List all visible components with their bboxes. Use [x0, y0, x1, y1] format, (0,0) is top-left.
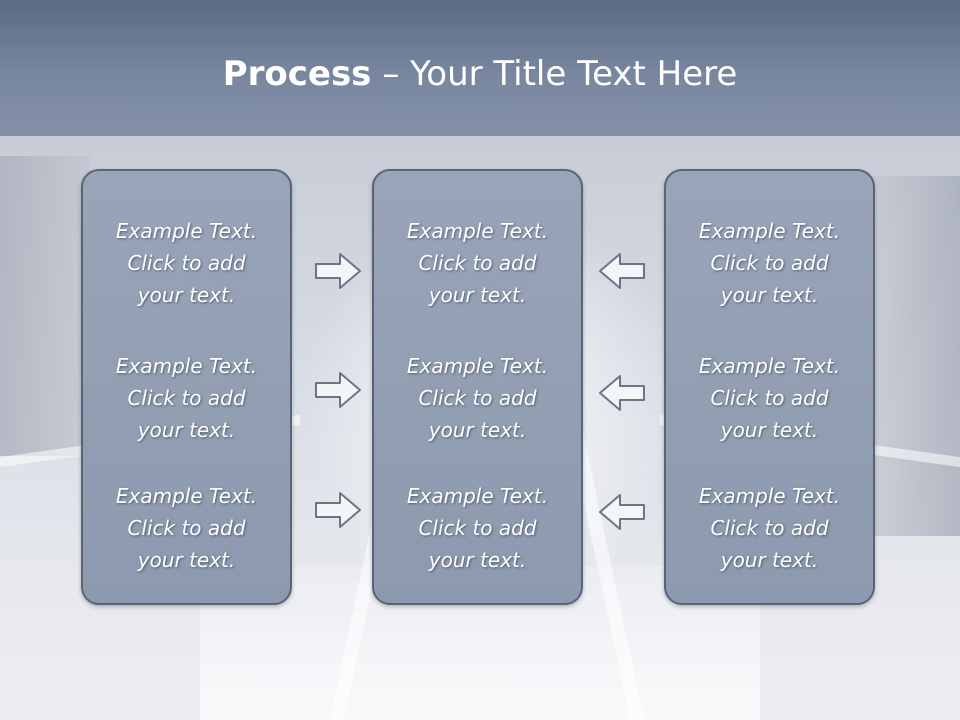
- text-line: Example Text.: [115, 219, 258, 243]
- text-line: Example Text.: [115, 354, 258, 378]
- title-bar: Process – Your Title Text Here: [0, 0, 960, 136]
- arrow-right-icon[interactable]: [314, 251, 362, 291]
- text-line: Click to add: [710, 516, 829, 540]
- text-line: Click to add: [127, 386, 246, 410]
- text-line: Example Text.: [115, 484, 258, 508]
- background-wall-right: [870, 176, 960, 536]
- text-line: Click to add: [127, 516, 246, 540]
- text-line: Click to add: [418, 516, 537, 540]
- text-line: your text.: [720, 548, 819, 572]
- text-line: your text.: [428, 283, 527, 307]
- card-text-block[interactable]: Example Text. Click to add your text.: [666, 480, 873, 576]
- process-card-1[interactable]: Example Text. Click to add your text. Ex…: [81, 169, 292, 605]
- card-text-block[interactable]: Example Text. Click to add your text.: [83, 350, 290, 446]
- arrow-right-icon[interactable]: [314, 370, 362, 410]
- text-line: Example Text.: [698, 354, 841, 378]
- text-line: Example Text.: [406, 354, 549, 378]
- card-text-block[interactable]: Example Text. Click to add your text.: [666, 350, 873, 446]
- slide-title-rest: – Your Title Text Here: [371, 54, 738, 94]
- process-card-2[interactable]: Example Text. Click to add your text. Ex…: [372, 169, 583, 605]
- card-text-block[interactable]: Example Text. Click to add your text.: [374, 215, 581, 311]
- text-line: your text.: [137, 283, 236, 307]
- arrow-left-icon[interactable]: [598, 251, 646, 291]
- text-line: your text.: [137, 548, 236, 572]
- text-line: Example Text.: [698, 484, 841, 508]
- text-line: Example Text.: [406, 484, 549, 508]
- text-line: Click to add: [418, 251, 537, 275]
- text-line: Click to add: [418, 386, 537, 410]
- text-line: your text.: [137, 418, 236, 442]
- card-text-block[interactable]: Example Text. Click to add your text.: [374, 350, 581, 446]
- card-text-block[interactable]: Example Text. Click to add your text.: [83, 215, 290, 311]
- arrow-left-icon[interactable]: [598, 492, 646, 532]
- arrow-right-icon[interactable]: [314, 490, 362, 530]
- slide-title[interactable]: Process – Your Title Text Here: [0, 52, 960, 96]
- text-line: Click to add: [710, 386, 829, 410]
- card-text-block[interactable]: Example Text. Click to add your text.: [666, 215, 873, 311]
- text-line: your text.: [720, 418, 819, 442]
- text-line: Example Text.: [698, 219, 841, 243]
- card-text-block[interactable]: Example Text. Click to add your text.: [374, 480, 581, 576]
- text-line: your text.: [428, 548, 527, 572]
- text-line: your text.: [720, 283, 819, 307]
- text-line: Click to add: [710, 251, 829, 275]
- process-card-3[interactable]: Example Text. Click to add your text. Ex…: [664, 169, 875, 605]
- slide-title-bold: Process: [222, 54, 372, 94]
- text-line: Click to add: [127, 251, 246, 275]
- card-text-block[interactable]: Example Text. Click to add your text.: [83, 480, 290, 576]
- text-line: your text.: [428, 418, 527, 442]
- background-wall-left: [0, 156, 90, 456]
- arrow-left-icon[interactable]: [598, 373, 646, 413]
- text-line: Example Text.: [406, 219, 549, 243]
